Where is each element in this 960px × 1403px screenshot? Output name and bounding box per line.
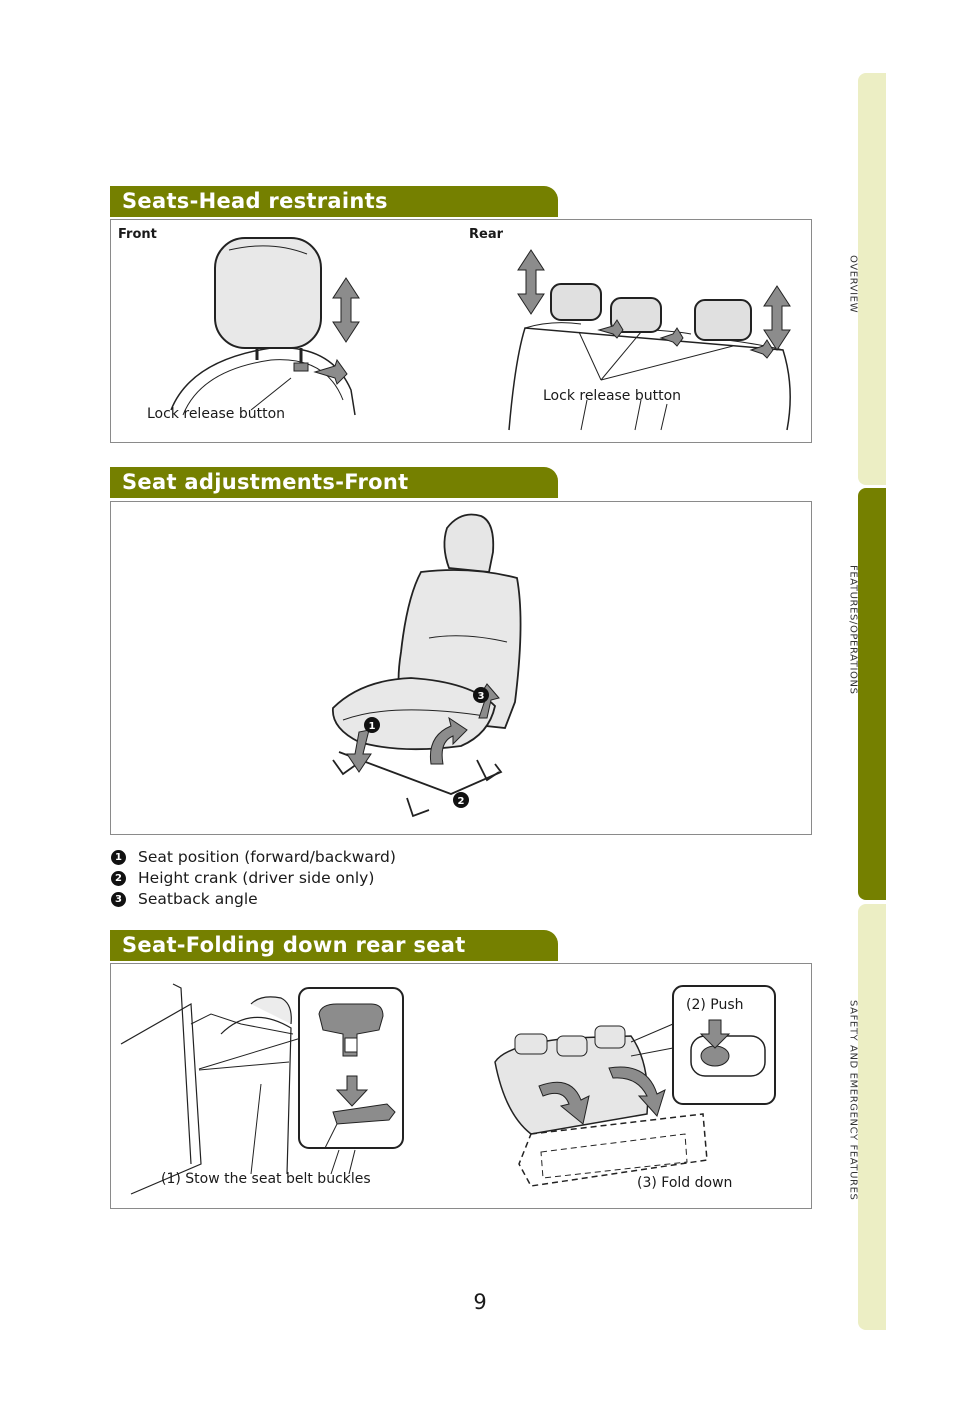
tab-label-features: FEATURES/OPERATIONS [847,565,859,695]
front-seat-drawing: 1 2 3 [332,513,522,818]
section-title-folding-rear-seat: Seat-Folding down rear seat [110,930,558,961]
tab-safety-emergency[interactable] [858,904,886,1330]
head-restraints-drawing [170,237,791,431]
seat-adjustments-illustration: 1 2 3 [110,501,812,835]
folding-rear-seat-illustration: (1) Stow the seat belt buckles (2) Push … [110,963,812,1209]
rear-label: Rear [469,227,504,242]
stow-belt-buckles-label: (1) Stow the seat belt buckles [161,1171,371,1187]
tab-features-operations[interactable] [858,488,886,900]
seat-adjustment-legend: 1 Seat position (forward/backward) 2 Hei… [111,847,396,910]
tab-overview[interactable] [858,73,886,485]
seat-diagram-marker-1: 1 [369,721,376,732]
head-restraints-illustration: Front Rear Lock release button Lock rele… [110,219,812,443]
folding-rear-seat-drawing [120,983,776,1195]
legend-item-3: 3 Seatback angle [111,889,396,910]
legend-text-3: Seatback angle [138,890,258,908]
front-lock-release-callout: Lock release button [147,406,286,422]
section-title-head-restraints: Seats-Head restraints [110,186,558,217]
fold-down-label: (3) Fold down [637,1175,733,1191]
front-label: Front [118,227,157,242]
seat-diagram-marker-3: 3 [478,691,485,702]
rear-lock-release-callout: Lock release button [543,388,682,404]
legend-text-1: Seat position (forward/backward) [138,848,396,866]
legend-item-2: 2 Height crank (driver side only) [111,868,396,889]
push-label: (2) Push [686,997,744,1013]
legend-item-1: 1 Seat position (forward/backward) [111,847,396,868]
tab-label-overview: OVERVIEW [847,255,859,314]
legend-text-2: Height crank (driver side only) [138,869,375,887]
page-number: 9 [473,1290,487,1314]
section-title-seat-adjustments: Seat adjustments-Front [110,467,558,498]
seat-diagram-marker-2: 2 [458,796,465,807]
legend-number-1: 1 [111,850,126,865]
tab-label-safety: SAFETY AND EMERGENCY FEATURES [847,1000,859,1201]
legend-number-3: 3 [111,892,126,907]
legend-number-2: 2 [111,871,126,886]
